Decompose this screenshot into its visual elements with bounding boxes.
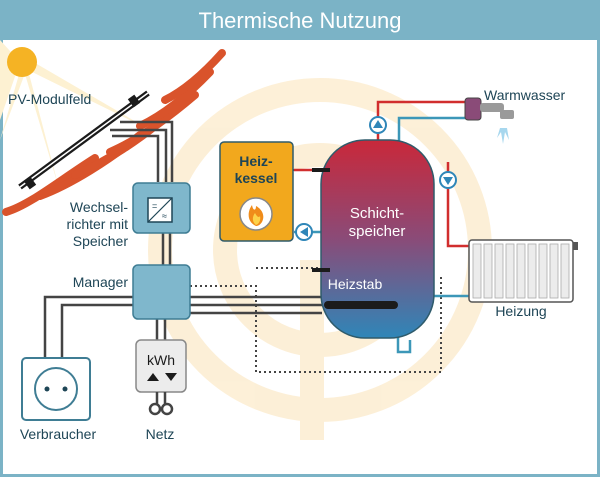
heating-rod-label: Heizstab [328,276,383,292]
water-tap-icon [480,103,514,144]
header-bar [0,0,600,40]
storage-label-line2: speicher [349,223,406,240]
manager-label: Manager [73,274,129,290]
mixing-valve-icon [464,97,482,121]
storage-tank [312,139,435,339]
sun-icon [0,40,150,192]
inverter-label-line2: richter mit [67,216,129,232]
inverter-label-line3: Speicher [73,233,129,249]
meter-box: kWh [135,339,187,393]
storage-label-line1: Schicht- [350,205,404,222]
pump-icon [439,171,457,189]
flame-icon [248,205,264,226]
consumer-label: Verbraucher [20,426,97,442]
hot-water-label: Warmwasser [484,87,565,103]
boiler-box [219,141,294,242]
inverter-icon: = ≈ [147,197,173,223]
boiler-label-line2: kessel [235,170,278,186]
boiler-label-line1: Heiz- [239,153,273,169]
pump-icon [369,116,387,134]
svg-text:=: = [152,201,157,211]
grid-label: Netz [146,426,175,442]
pv-module-icon [18,90,150,190]
pump-icon [295,223,313,241]
cables [43,120,322,360]
heating-label: Heizung [495,303,546,319]
inverter-label-line1: Wechsel- [70,199,128,215]
meter-label: kWh [147,352,175,368]
radiator-icon [468,239,578,303]
page-title: Thermische Nutzung [199,8,402,33]
inverter-box: = ≈ [132,182,191,234]
svg-text:≈: ≈ [162,211,167,221]
socket-icon [21,357,91,421]
grid-plug-icon [148,392,174,416]
heating-rod [324,301,398,309]
manager-box [132,264,191,320]
pv-field-label: PV-Modulfeld [8,91,91,107]
